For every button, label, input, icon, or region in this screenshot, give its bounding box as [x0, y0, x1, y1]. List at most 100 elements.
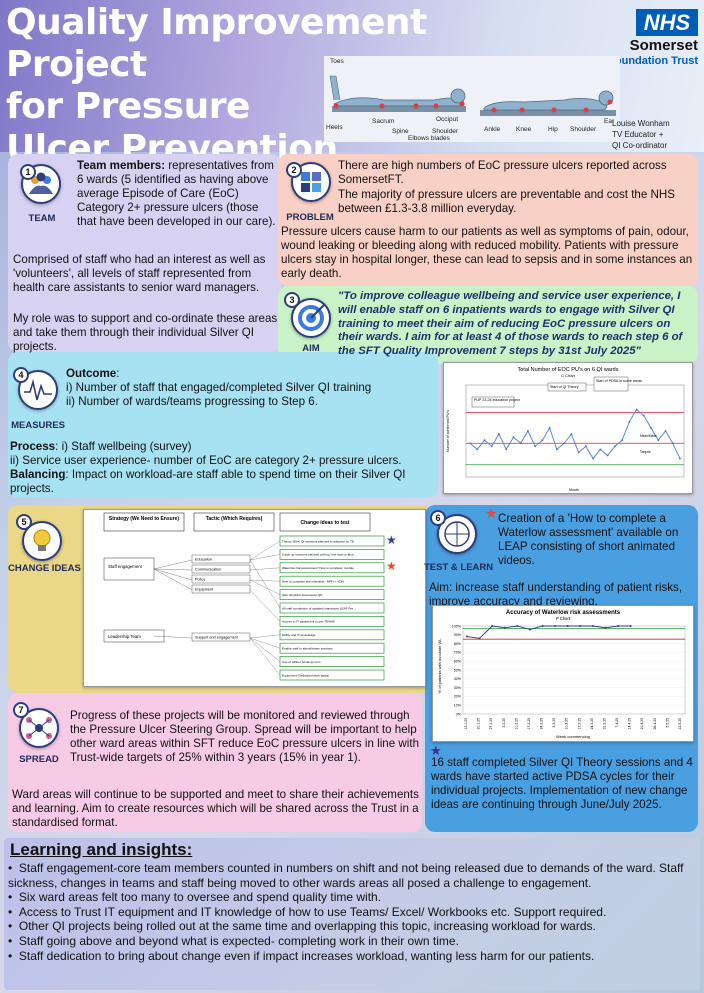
label-heels: Heels: [326, 124, 343, 131]
waterlow-ytick: 20%: [454, 695, 462, 699]
waterlow-xtick: 21.4.25: [640, 718, 644, 729]
eoc-point: [657, 439, 660, 442]
waterlow-xtick: 3.2.25: [502, 718, 506, 728]
tactic-connector: [153, 568, 193, 581]
step-2-label: PROBLEM: [286, 212, 334, 223]
author-role-1: TV Educator +: [612, 130, 664, 139]
waterlow-ytick: 30%: [454, 686, 462, 690]
step-1-label: TEAM: [28, 213, 56, 224]
waterlow-subtitle: P Chart: [556, 616, 571, 621]
step-6-badge: 6: [430, 510, 446, 526]
label-sacrum: Sacrum: [372, 118, 395, 125]
waterlow-chart: Accuracy of Waterlow risk assessments P …: [432, 605, 694, 742]
step-5-label: CHANGE IDEAS: [8, 563, 81, 574]
eoc-point: [621, 439, 623, 442]
outcome-2: ii) Number of wards/teams progressing to…: [66, 395, 318, 408]
idea-label: Waterlow risk assessment 'How to complet…: [282, 566, 358, 570]
idea-connector: [249, 637, 281, 676]
author-role-2: QI Co-ordinator: [612, 141, 668, 150]
waterlow-xlabel: Week commencing: [556, 734, 590, 739]
eoc-subtitle: C Chart: [561, 373, 576, 378]
idea-label: Theory Silver QI sessions planned in adv…: [282, 539, 357, 543]
eoc-point: [635, 408, 638, 411]
header-tactic-text: Tactic (Which Requires): [206, 516, 263, 522]
idea-label: How to complete skin checklist - MPH + Y…: [282, 580, 344, 584]
waterlow-point: [566, 625, 569, 627]
waterlow-point: [516, 625, 519, 627]
pressure-points-illustration: [324, 56, 620, 142]
waterlow-xtick: 24.3.25: [590, 718, 594, 729]
aim-statement: "To improve colleague wellbeing and serv…: [338, 290, 683, 358]
label-toes: Toes: [330, 58, 344, 65]
eoc-point: [592, 457, 595, 460]
idea-connector: [249, 559, 281, 609]
waterlow-xtick: 20.1.25: [477, 718, 481, 729]
waterlow-point: [604, 626, 607, 629]
eoc-point: [570, 433, 573, 435]
team-para-2: Comprised of staff who had an interest a…: [13, 253, 266, 294]
eoc-point: [563, 442, 566, 445]
title-line-1: Quality Improvement Project: [6, 2, 427, 85]
waterlow-xtick: 7.4.25: [615, 718, 619, 728]
eoc-point: [512, 436, 515, 439]
step-5-badge: 5: [16, 514, 32, 530]
idea-box: [279, 642, 385, 654]
eoc-point: [519, 442, 522, 445]
label-knee: Knee: [516, 126, 532, 133]
header-ideas: Change ideas to test: [301, 520, 350, 526]
eoc-point: [642, 414, 645, 417]
label-ankle: Ankle: [484, 126, 501, 133]
waterlow-xtick: 13.1.25: [464, 718, 468, 729]
eoc-point: [613, 445, 616, 448]
label-shoulder-2: Shoulder: [570, 126, 597, 133]
strategy-leadership: Leadership Team: [108, 634, 141, 639]
idea-connector: [249, 567, 281, 571]
driver-diagram-svg: Strategy (We Need to Ensure) Tactic (Whi…: [103, 512, 397, 681]
strategy-staff: Staff engagement: [108, 564, 143, 569]
eoc-point: [606, 454, 609, 457]
driver-diagram: Strategy (We Need to Ensure) Tactic (Whi…: [83, 509, 426, 687]
outcome-colon: :: [116, 367, 120, 380]
learning-item: Other QI projects being rolled out at th…: [8, 919, 698, 934]
tactic-connector: [153, 568, 193, 571]
step-1-badge: 1: [20, 164, 36, 180]
eoc-target-label: Targets: [640, 450, 651, 454]
learning-item: Staff engagement-core team members count…: [8, 861, 698, 890]
eoc-point: [498, 433, 500, 435]
label-elbows: Elbows blades: [408, 135, 450, 142]
waterlow-xtick: 31.3.25: [602, 718, 606, 729]
step-7-label: SPREAD: [19, 754, 59, 765]
process-2: ii) Service user experience- number of E…: [10, 454, 402, 467]
aim-panel: [278, 286, 698, 364]
author-name: Louise Wonham: [612, 119, 670, 128]
learning-list: Staff engagement-core team members count…: [8, 861, 698, 963]
eoc-chart: Total Number of EOC PU's on 6 QI wards C…: [443, 362, 693, 494]
balancing-text: : Impact on workload-are staff able to s…: [10, 468, 406, 495]
test-learn-icon: [437, 514, 477, 554]
title-line-2: for Pressure: [6, 86, 250, 127]
eoc-point: [584, 445, 587, 448]
tactic-box: [191, 554, 251, 564]
eoc-point: [628, 420, 631, 423]
header-strategy-text: Strategy (We Need to Ensure): [109, 516, 180, 522]
eoc-series-line: [469, 408, 681, 460]
tactic-label: Policy: [195, 578, 205, 582]
team-intro-text: representatives from 6 wards (5 identifi…: [77, 159, 276, 228]
eoc-point: [599, 448, 602, 451]
tactic-label: Communication: [195, 568, 221, 572]
pressure-points-labels: Toes Sacrum Occiput Heels Spine Shoulder…: [324, 56, 620, 142]
problem-para-2: The majority of pressure ulcers are prev…: [338, 188, 676, 215]
waterlow-point: [491, 625, 494, 627]
spread-para-2: Ward areas will continue to be supported…: [12, 788, 419, 829]
tactic-label: Education: [195, 558, 212, 562]
star-icon-2: ★: [386, 559, 397, 573]
waterlow-xtick: 10.2.25: [514, 718, 518, 729]
waterlow-xtick: 17.2.25: [527, 718, 531, 729]
idea-label: Skin checklist documents-QH: [282, 593, 322, 597]
team-intro: Team members: representatives from 6 war…: [77, 159, 277, 229]
team-para-3: My role was to support and co-ordinate t…: [13, 312, 278, 353]
waterlow-point: [591, 625, 594, 627]
step-7-badge: 7: [13, 702, 29, 718]
eoc-point: [469, 442, 471, 445]
test-para-2: Aim: increase staff understanding of pat…: [429, 581, 683, 608]
